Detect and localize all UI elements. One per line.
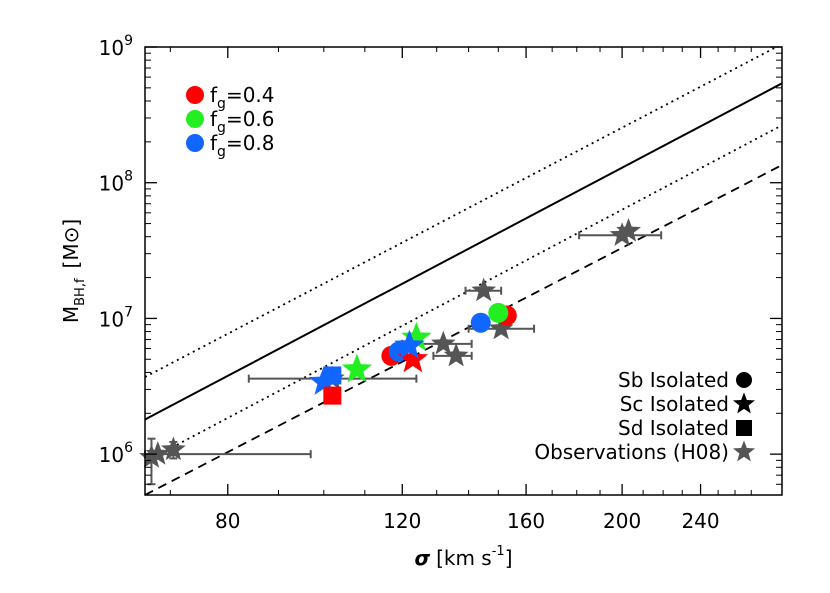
marker-legend-circle-icon <box>736 372 752 388</box>
fg-legend-label: fg=0.4 <box>210 83 275 112</box>
x-tick-label: 200 <box>603 509 641 533</box>
obs-point-0 <box>139 444 164 468</box>
obs-point-1 <box>160 436 186 461</box>
sim-point-square-7-0 <box>323 366 342 385</box>
marker-legend-label: Sc Isolated <box>620 392 729 416</box>
obs-point-4 <box>430 330 456 355</box>
x-tick-label: 160 <box>507 509 545 533</box>
marker-legend-star-icon <box>732 392 756 414</box>
relation-lines <box>145 47 782 495</box>
x-tick-label: 80 <box>215 509 240 533</box>
y-tick-label: 106 <box>99 440 133 467</box>
sim-point-star-4-0 <box>341 353 373 383</box>
marker-legend-star-icon <box>732 440 756 462</box>
relation-line-dotted-2 <box>145 124 782 463</box>
obs-point-9 <box>616 218 641 242</box>
marker-legend-label: Sb Isolated <box>618 368 729 392</box>
obs-point-6 <box>471 277 497 302</box>
axes: 80 120 160 200 240 106 107 108 109 σ[km s-1] MBH,f… <box>59 33 783 570</box>
x-axis-title: σ[km s-1] <box>414 544 512 570</box>
sim-point-square-6-0 <box>323 386 342 405</box>
fg-legend-label: fg=0.6 <box>210 107 275 136</box>
y-axis-title: MBH,f[M⊙] <box>59 219 88 323</box>
sim-point-star-4-1 <box>401 321 432 351</box>
fg-legend-marker <box>186 134 204 152</box>
marker-legend-label: Sd Isolated <box>618 416 729 440</box>
marker-legend-label: Observations (H08) <box>534 440 729 464</box>
y-tick-label: 108 <box>99 169 133 196</box>
fg-legend-marker <box>186 110 204 128</box>
fg-legend-label: fg=0.8 <box>210 131 275 160</box>
sim-point-circle-2-1 <box>470 312 491 333</box>
sim-point-circle-1-0 <box>488 302 509 323</box>
sim-point-star-5-1 <box>394 329 425 359</box>
obs-point-5 <box>443 342 469 367</box>
marker-legend-square-icon <box>736 420 752 436</box>
y-tick-label: 109 <box>99 33 133 60</box>
obs-point-7 <box>488 315 514 340</box>
y-tick-label: 107 <box>99 304 133 331</box>
data-points <box>139 218 641 468</box>
x-tick-label: 120 <box>383 509 421 533</box>
obs-point-2 <box>145 441 171 465</box>
fg-legend-marker <box>186 86 204 104</box>
relation-line-solid-1 <box>145 82 782 421</box>
x-tick-label: 240 <box>681 509 719 533</box>
obs-point-8 <box>609 222 635 246</box>
plot-frame <box>144 46 783 496</box>
sim-point-star-3-0 <box>397 343 429 373</box>
